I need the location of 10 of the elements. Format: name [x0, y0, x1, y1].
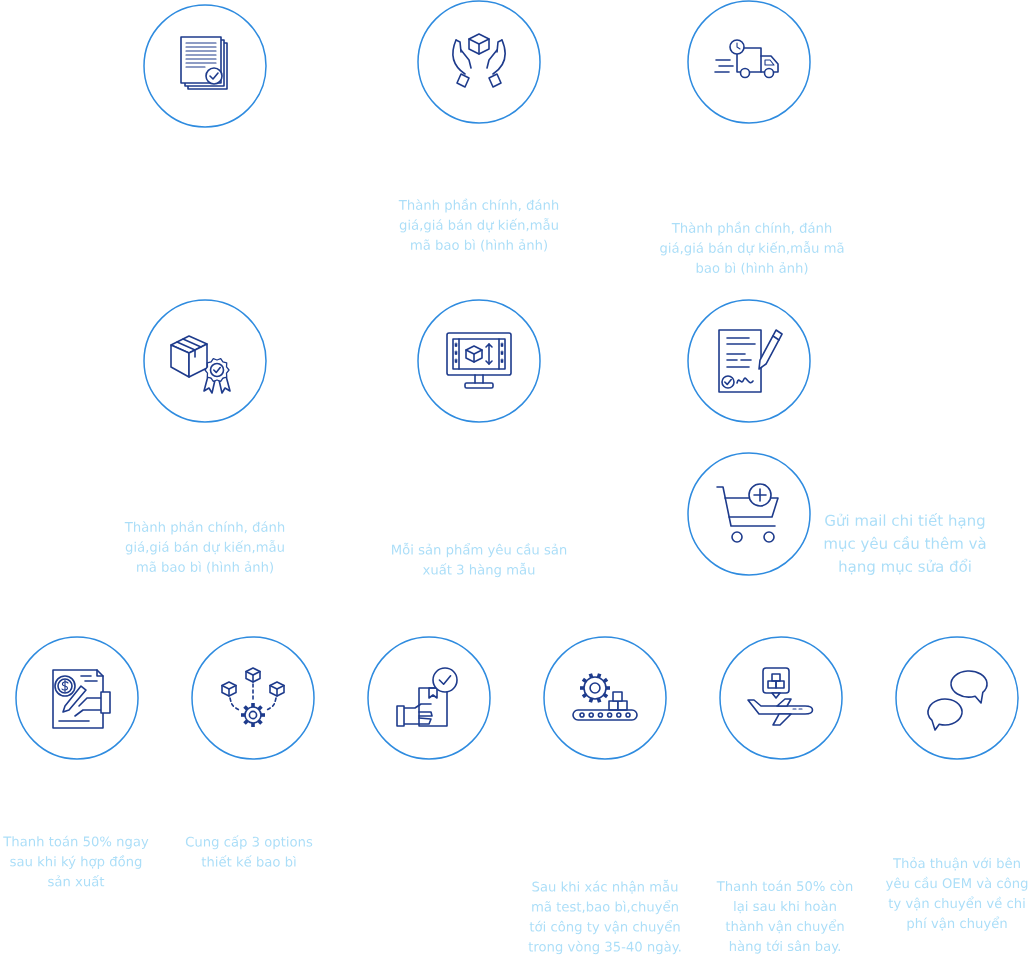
caption-text: Cung cấp 3 options thiết kế bao bì — [185, 835, 313, 867]
caption-text: Thành phần chính, đánh giá,giá bán dự kiến,mẫu mã bao bì (hình ảnh) — [660, 221, 844, 275]
caption-text: Thỏa thuận với bên yêu cầu OEM và công ty vận chuyển về chi phí vận chuyển — [885, 857, 1028, 931]
caption-text: Thành phần chính, đánh giá,giá bán dự kiến,mẫu mã bao bì (hình ảnh) — [124, 520, 285, 574]
caption-text: Thanh toán 50% còn lại sau khi hoàn thành vận chuyển hàng tới sân bay. — [716, 880, 853, 954]
caption-text: Gửi mail chi tiết hạng mục yêu cầu thêm và hạng mục sửa đổi — [824, 513, 986, 575]
caption-text: Thanh toán 50% ngay sau khi ký hợp đồng sản xuất — [3, 835, 149, 887]
caption-text: Mỗi sản phẩm yêu cầu sản xuất 3 hàng mẫu — [392, 542, 567, 578]
caption-text: Sau khi xác nhận mẫu mã test,bao bì,chuyển tới công ty vận chuyển trong vòng 35-40 ngày. — [528, 879, 681, 955]
caption-text: Thành phần chính, đánh giá,giá bán dự kiến,mẫu mã bao bì (hình ảnh) — [398, 198, 559, 252]
